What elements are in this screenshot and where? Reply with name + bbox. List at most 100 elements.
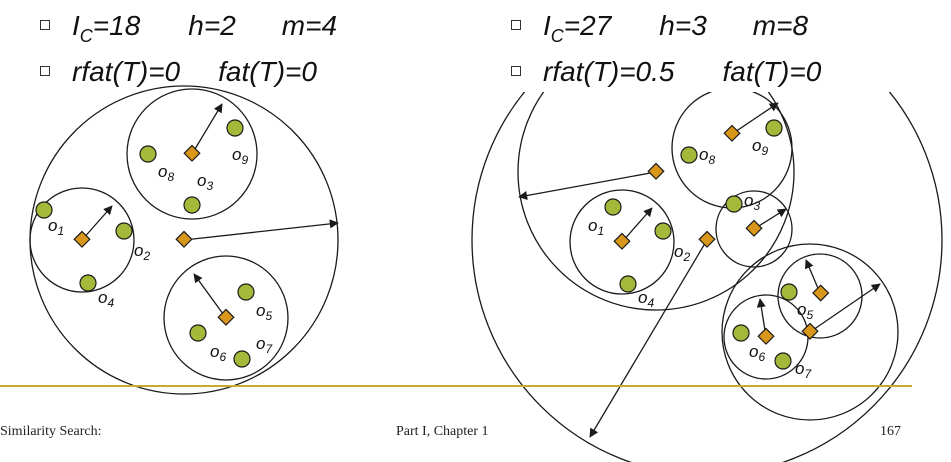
routing-object — [698, 230, 716, 248]
data-object — [732, 324, 750, 342]
data-object — [774, 352, 792, 370]
object-label: o6 — [749, 342, 765, 364]
routing-object — [183, 144, 201, 162]
bullet-icon — [511, 66, 521, 76]
data-object — [654, 222, 672, 240]
ic-value: =18 — [92, 10, 141, 41]
radius-arrow — [518, 171, 657, 201]
rfat-value: rfat(T)=0 — [72, 56, 181, 87]
right-objects — [604, 119, 798, 370]
object-label: o3 — [744, 191, 760, 213]
left-routing-objects — [73, 144, 235, 326]
right-region-b — [721, 243, 899, 421]
object-label: o6 — [210, 342, 226, 364]
right-object-labels: o1 o2 o3 o4 o5 o6 o7 o8 o9 — [588, 136, 813, 381]
object-label: o1 — [48, 216, 64, 238]
fat-value: fat(T)=0 — [722, 56, 822, 87]
left-stats-line-2: rfat(T)=0 fat(T)=0 — [72, 58, 317, 86]
data-object — [680, 146, 698, 164]
radius-arrow — [81, 205, 113, 241]
footer-rule — [0, 385, 912, 387]
data-object — [237, 283, 255, 301]
bullet-icon — [40, 66, 50, 76]
ic-subscript: C — [550, 26, 564, 46]
object-label: o9 — [752, 136, 768, 158]
left-region-c — [163, 255, 289, 381]
data-object — [139, 145, 157, 163]
routing-object — [757, 327, 775, 345]
ic-symbol: I — [543, 10, 551, 41]
radius-arrow — [193, 273, 227, 319]
right-region-e — [715, 190, 793, 268]
object-label: o2 — [134, 241, 150, 263]
routing-object — [647, 162, 665, 180]
object-label: o3 — [197, 171, 213, 193]
data-object — [233, 350, 251, 368]
bullet-icon — [40, 20, 50, 30]
footer-center: Part I, Chapter 1 — [396, 424, 489, 439]
radius-arrow — [621, 207, 653, 243]
routing-object — [723, 124, 741, 142]
object-label: o8 — [699, 145, 715, 167]
data-object — [189, 324, 207, 342]
fat-value: fat(T)=0 — [218, 56, 317, 87]
right-stats-line-2: rfat(T)=0.5 fat(T)=0 — [543, 58, 821, 86]
data-object — [780, 283, 798, 301]
m-value: m=4 — [281, 10, 338, 41]
left-region-b — [29, 187, 135, 293]
bullet-icon — [511, 20, 521, 30]
data-object — [35, 201, 53, 219]
object-label: o7 — [256, 334, 273, 356]
ic-value: =27 — [563, 10, 612, 41]
left-tree — [29, 85, 339, 395]
left-object-labels: o1 o2 o3 o4 o5 o6 o7 o8 o9 — [48, 145, 273, 364]
footer-left: Similarity Search: — [0, 424, 102, 439]
radius-arrow — [589, 239, 708, 438]
height-value: h=2 — [188, 10, 236, 41]
routing-object — [175, 230, 193, 248]
data-object — [619, 275, 637, 293]
radius-arrow — [731, 102, 779, 135]
object-label: o5 — [797, 300, 813, 322]
ic-subscript: C — [79, 26, 93, 46]
right-tree — [471, 92, 943, 462]
object-label: o7 — [795, 359, 812, 381]
data-object — [604, 198, 622, 216]
ic-symbol: I — [72, 10, 80, 41]
object-label: o2 — [674, 242, 690, 264]
rfat-value: rfat(T)=0.5 — [543, 56, 675, 87]
radius-arrow — [809, 283, 881, 333]
object-label: o8 — [158, 162, 174, 184]
radius-arrow — [183, 219, 339, 241]
routing-object — [217, 308, 235, 326]
page-number: 167 — [880, 424, 901, 439]
object-label: o1 — [588, 216, 604, 238]
left-stats-line-1: IC=18 h=2 m=4 — [72, 10, 338, 46]
object-label: o4 — [98, 288, 114, 310]
data-object — [725, 195, 743, 213]
object-label: o9 — [232, 145, 248, 167]
data-object — [115, 222, 133, 240]
height-value: h=3 — [659, 10, 707, 41]
m-value: m=8 — [752, 10, 809, 41]
data-object — [79, 274, 97, 292]
data-object — [183, 196, 201, 214]
data-object — [765, 119, 783, 137]
routing-object — [745, 219, 763, 237]
right-stats-line-1: IC=27 h=3 m=8 — [543, 10, 809, 46]
right-region-a — [517, 92, 795, 311]
right-root-region — [471, 92, 943, 462]
left-objects — [35, 119, 255, 368]
routing-object — [812, 284, 830, 302]
routing-object — [73, 230, 91, 248]
data-object — [226, 119, 244, 137]
routing-object — [801, 322, 819, 340]
left-region-a — [126, 88, 258, 220]
object-label: o5 — [256, 301, 272, 323]
right-routing-objects — [613, 124, 830, 345]
object-label: o4 — [638, 288, 654, 310]
radius-arrow — [191, 103, 223, 155]
right-region-d — [569, 189, 675, 295]
